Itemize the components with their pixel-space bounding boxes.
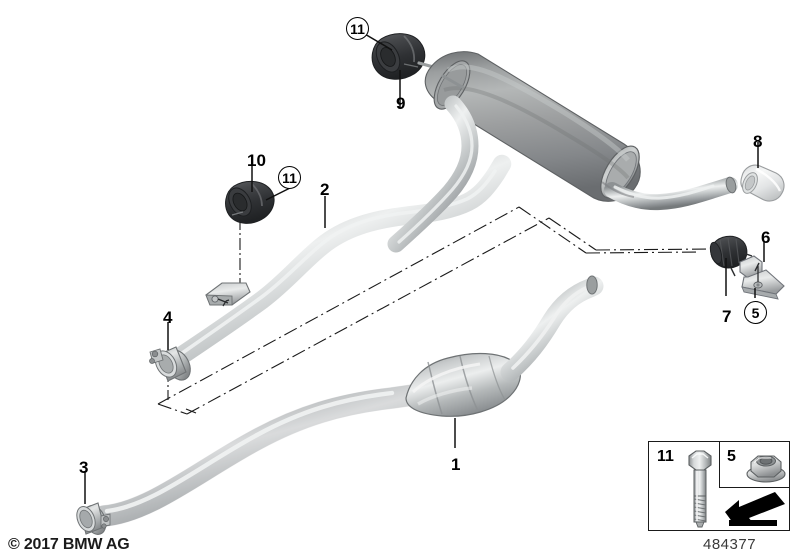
legend-divider-horizontal bbox=[719, 487, 790, 489]
callout-label-3: 3 bbox=[79, 458, 89, 477]
legend-number-5: 5 bbox=[727, 448, 736, 465]
callout-label-2: 2 bbox=[320, 180, 330, 199]
hardware-legend: 11 5 bbox=[648, 441, 790, 531]
part-mounting-bracket bbox=[739, 255, 785, 300]
part-rubber-mount-rear bbox=[709, 235, 753, 277]
callout-label-9: 9 bbox=[396, 94, 406, 113]
legend-number-11: 11 bbox=[657, 448, 674, 465]
center-pipe-hanger-bracket bbox=[205, 282, 251, 307]
callout-label-8: 8 bbox=[753, 132, 763, 151]
callout-circled-11-center: 11 bbox=[278, 166, 301, 189]
part-pipe-clamp-center bbox=[149, 346, 191, 382]
part-front-pipe-with-catalytic-converter bbox=[93, 275, 604, 527]
callout-label-1: 1 bbox=[451, 455, 461, 474]
callout-label-10: 10 bbox=[247, 151, 266, 170]
diagram-part-number: 484377 bbox=[703, 536, 757, 553]
part-pipe-clamp-front bbox=[76, 502, 111, 535]
part-connector-sleeve bbox=[740, 164, 785, 202]
callout-label-4: 4 bbox=[163, 308, 173, 327]
callout-label-6: 6 bbox=[761, 228, 771, 247]
hex-bolt-icon bbox=[688, 450, 712, 528]
leader-lines bbox=[84, 29, 765, 504]
callout-label-7: 7 bbox=[722, 307, 732, 326]
callout-circled-5-bracket: 5 bbox=[744, 301, 767, 324]
part-rear-muffler bbox=[387, 51, 738, 253]
alignment-construction-lines bbox=[157, 206, 587, 415]
flange-nut-icon bbox=[746, 455, 786, 483]
legend-divider-vertical bbox=[719, 442, 721, 488]
arrow-pointer-icon bbox=[725, 492, 785, 526]
part-rubber-mount-center bbox=[225, 181, 275, 224]
callout-circled-11-muffler: 11 bbox=[346, 17, 369, 40]
copyright-notice: © 2017 BMW AG bbox=[8, 536, 130, 553]
part-rubber-mount-muffler bbox=[371, 33, 439, 80]
alignment-construction-lines-secondary bbox=[548, 217, 715, 254]
